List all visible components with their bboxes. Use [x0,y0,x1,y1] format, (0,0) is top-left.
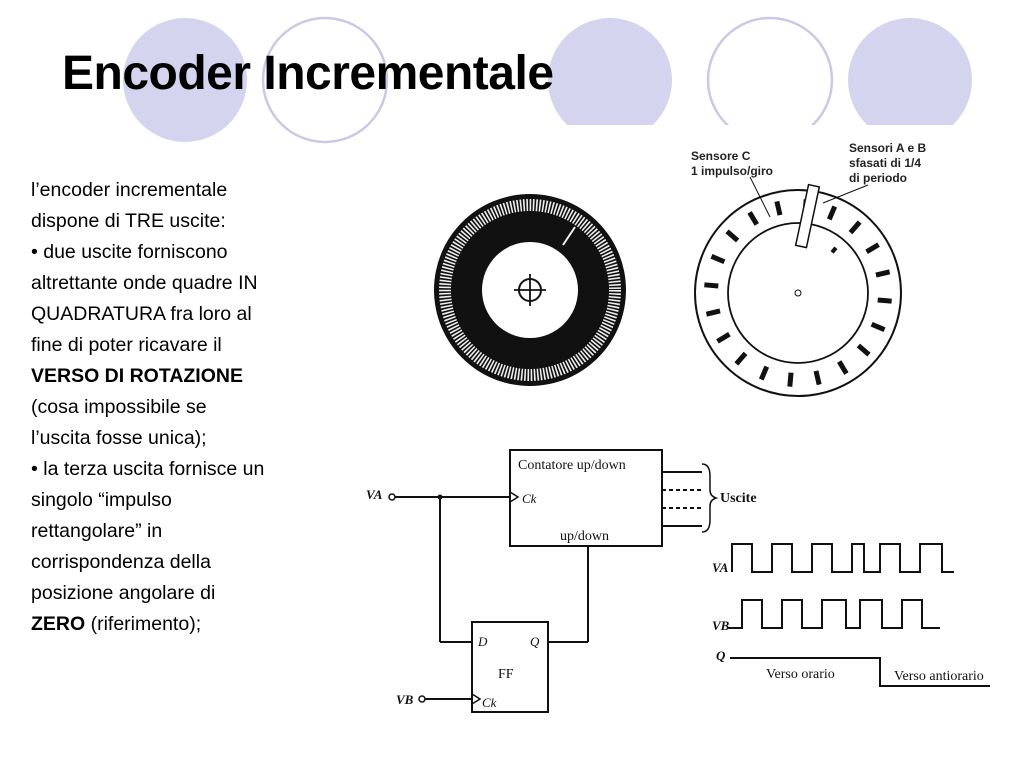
disk-mark: ccon [576,275,587,298]
wave-q [730,657,990,687]
counter-label: Contatore up/down [518,458,626,473]
disk-slot [747,211,759,226]
outputs-label: Uscite [720,491,757,506]
counter-circuit-figure: Contatore up/down Ck up/down Uscite VA D… [360,442,1000,722]
disk-slot [725,229,740,243]
disk-slot [856,343,871,357]
disk-slot [877,297,892,304]
disk-slot [875,269,891,278]
text-line: singolo “impulso [31,489,172,511]
inner-slot-ring [830,246,838,254]
text-line: • due uscite forniscono [31,241,228,263]
deco-circle-filled-2 [548,18,672,142]
text-span: (riferimento); [85,613,202,635]
text-line: ZERO (riferimento); [31,609,349,640]
theme-decoration [123,16,972,144]
body-text: l’encoder incrementale dispone di TRE us… [31,175,349,640]
ccw-label: Verso antiorario [894,669,984,684]
ff-clock-label: Ck [482,695,497,710]
sensor-bar [794,183,821,249]
deco-circle-filled-1 [123,18,247,142]
text-line: • la terza uscita fornisce un [31,458,265,480]
text-line: corrispondenza della [31,551,211,573]
text-line: l’encoder incrementale [31,179,228,201]
flip-flop-block [471,621,549,713]
sensors-ab-label: Sensori A e B [849,141,926,155]
text-line: l’uscita fosse unica); [31,427,207,449]
disk-slot [716,332,731,344]
ff-q-label: Q [530,634,540,649]
bold-text: ZERO [31,613,86,635]
disk-slot [830,246,838,254]
disk-slot [734,351,748,366]
disk-slot [787,372,794,387]
disk-slot [870,321,886,333]
sensor-c-label: 1 impulso/giro [691,164,773,178]
deco-circle-outline-1 [261,16,389,144]
sensors-ab-label: di periodo [849,171,907,185]
encoder-disk-figure: ccon Sensore C 1 impulso/giro Sensori A … [415,125,960,400]
bold-text: VERSO DI ROTAZIONE [31,365,243,387]
disk-slot [813,370,822,386]
disk-slot [865,242,880,254]
cw-label: Verso orario [766,667,835,682]
text-line: fine di poter ricavare il [31,334,222,356]
sensor-c-label: Sensore C [691,149,751,163]
wave-b [728,599,940,629]
text-line: altrettante onde quadre IN [31,272,258,294]
disk-slot [704,282,719,289]
input-b-label: VB [396,692,414,707]
disk-slot [758,365,770,381]
wave-b-label: VB [712,618,730,633]
disk-slot [710,253,726,265]
wave-a [731,543,954,573]
disk-slot [774,200,783,216]
text-line: posizione angolare di [31,582,216,604]
disk-slot [705,308,721,317]
optical-disk: ccon [434,194,626,386]
text-line: (cosa impossibile se [31,396,207,418]
wave-a-label: VA [712,560,729,575]
text-line: rettangolare” in [31,520,163,542]
wave-q-label: Q [716,648,726,663]
disk-slot [837,360,849,375]
text-line: dispone di TRE uscite: [31,210,226,232]
sensor-disk [694,176,902,397]
updown-label: up/down [560,529,609,544]
slide-title: Encoder Incrementale [62,47,554,100]
text-line: QUADRATURA fra loro al [31,303,252,325]
counter-clock-label: Ck [522,491,537,506]
text-line-bold: VERSO DI ROTAZIONE [31,361,349,392]
outer-slot-ring [704,199,892,387]
deco-circle-outline-2 [706,16,834,144]
sensors-ab-label: sfasati di 1/4 [849,156,921,170]
disk-slot [848,220,862,235]
ff-d-label: D [477,634,488,649]
deco-circle-filled-3 [848,18,972,142]
input-a-label: VA [366,487,383,502]
disk-slot [826,205,838,221]
ff-label: FF [498,667,514,682]
